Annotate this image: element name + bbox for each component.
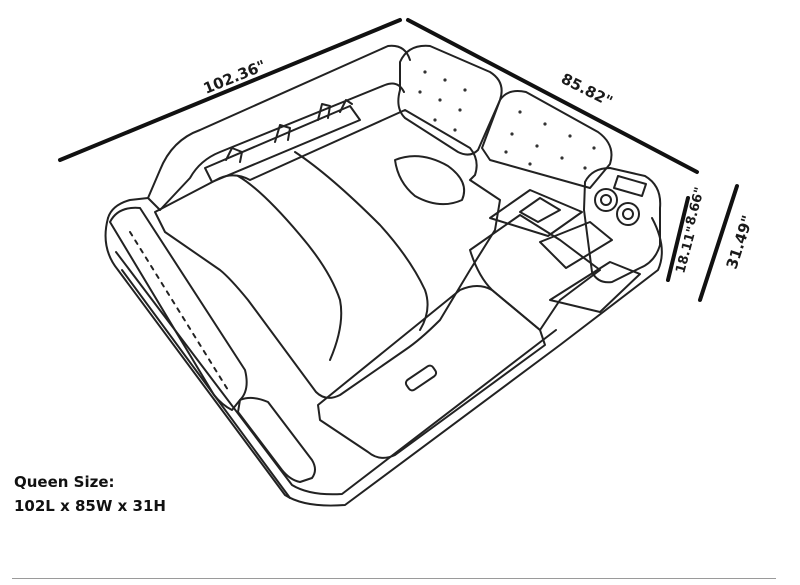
console-height-label: 18.11": [673, 225, 700, 275]
side-storage-items: [225, 99, 353, 163]
left-side-rail: [107, 44, 411, 219]
console-height-dimension-line: [666, 196, 690, 282]
footer-divider: [12, 578, 776, 579]
bed-base: [104, 217, 663, 507]
total-height-dimension-line: [698, 184, 739, 302]
left-rail-stitch: [129, 231, 229, 391]
console-drawer: [539, 221, 613, 269]
length-label: 102.36": [201, 56, 269, 97]
control-button: [404, 364, 438, 392]
width-dimension-line: [406, 18, 699, 174]
speaker-tower: [583, 167, 662, 284]
right-front-cushion: [317, 285, 546, 459]
mattress-seam-2: [294, 151, 429, 331]
console-top-tray: [489, 189, 583, 237]
size-dims: 102L x 85W x 31H: [14, 497, 166, 515]
bed-sketch: [104, 44, 663, 507]
speaker-left-icon: [594, 188, 618, 212]
length-dimension-line: [58, 18, 402, 162]
console-storage-shelf: [549, 261, 641, 313]
right-console: [469, 214, 601, 331]
total-height-label: 31.49": [723, 213, 757, 271]
dimension-lines: [58, 18, 739, 302]
headboard-tufting: [418, 70, 596, 170]
control-panel: [613, 175, 647, 197]
left-rail-foot-cushion: [109, 206, 248, 411]
headboard-height-label: 8.66": [683, 186, 708, 227]
headboard-right-cushion: [481, 90, 613, 189]
side-storage-shelf: [204, 105, 361, 183]
mattress: [154, 109, 501, 399]
bed-base-inner-edge: [115, 251, 557, 496]
bed-base-bottom-edge: [121, 269, 291, 499]
size-caption: Queen Size: 102L x 85W x 31H: [14, 470, 166, 518]
left-side-rail-inner: [147, 82, 405, 211]
speaker-right-icon: [616, 202, 640, 226]
size-label: Queen Size:: [14, 473, 115, 491]
foot-bench: [237, 396, 316, 483]
headboard-left-cushion: [397, 44, 503, 156]
pillow-area: [394, 155, 466, 206]
console-cup-holder: [519, 197, 561, 223]
mattress-seam-1: [237, 175, 343, 361]
